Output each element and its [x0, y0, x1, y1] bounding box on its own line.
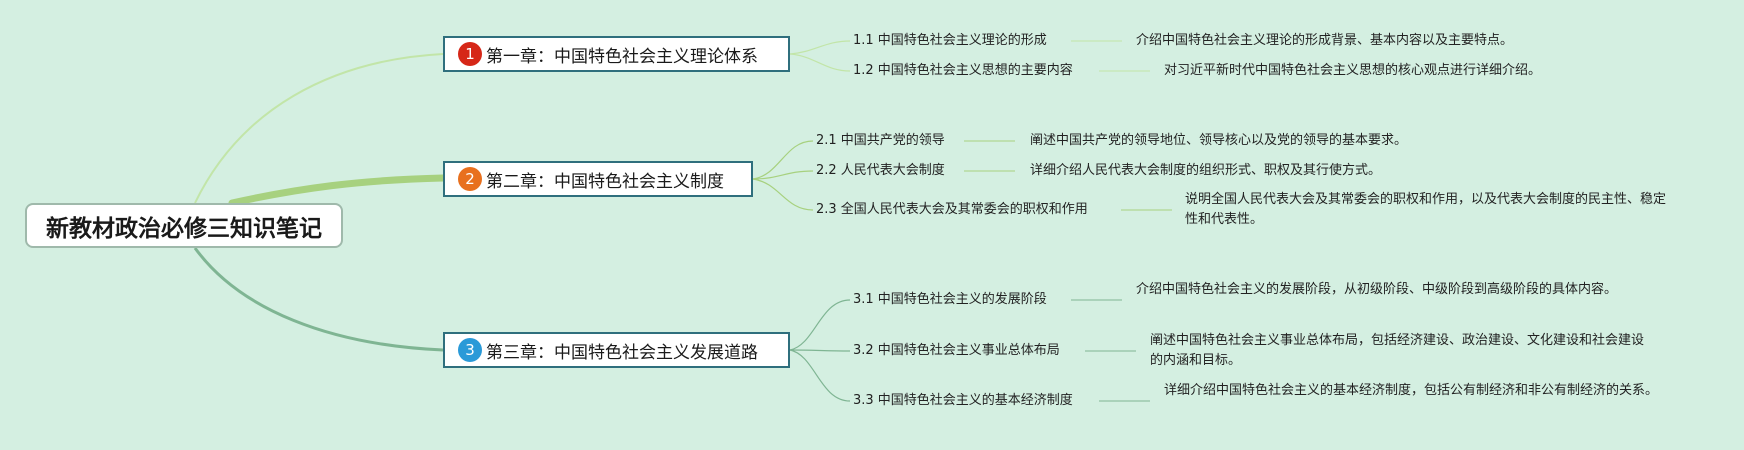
- root-topic[interactable]: 新教材政治必修三知识笔记: [25, 203, 343, 248]
- section-3-2-desc[interactable]: 阐述中国特色社会主义事业总体布局，包括经济建设、政治建设、文化建设和社会建设的内…: [1150, 333, 1645, 368]
- chapter-3-title: 第三章：中国特色社会主义发展道路: [486, 342, 758, 363]
- section-1-2[interactable]: 1.2 中国特色社会主义思想的主要内容: [853, 63, 1073, 78]
- section-3-1[interactable]: 3.1 中国特色社会主义的发展阶段: [853, 292, 1047, 307]
- section-1-1[interactable]: 1.1 中国特色社会主义理论的形成: [853, 33, 1047, 48]
- section-line-3-1: [789, 299, 851, 351]
- branch-line-3: [193, 247, 444, 352]
- section-line-2-2: [752, 170, 814, 180]
- section-line-3-2: [789, 349, 851, 352]
- section-3-3[interactable]: 3.3 中国特色社会主义的基本经济制度: [853, 393, 1073, 408]
- chapter-1-topic[interactable]: 1 第一章：中国特色社会主义理论体系: [443, 36, 790, 72]
- chapter-2-title: 第二章：中国特色社会主义制度: [486, 171, 724, 192]
- section-line-1-1: [789, 40, 851, 55]
- section-2-1[interactable]: 2.1 中国共产党的领导: [816, 133, 945, 148]
- section-line-3-3: [789, 349, 851, 402]
- section-3-3-desc[interactable]: 详细介绍中国特色社会主义的基本经济制度，包括公有制经济和非公有制经济的关系。: [1164, 383, 1659, 398]
- chapter-1-title: 第一章：中国特色社会主义理论体系: [486, 46, 758, 67]
- root-title: 新教材政治必修三知识笔记: [46, 215, 322, 242]
- section-2-2-desc[interactable]: 详细介绍人民代表大会制度的组织形式、职权及其行使方式。: [1030, 163, 1382, 178]
- section-1-2-desc[interactable]: 对习近平新时代中国特色社会主义思想的核心观点进行详细介绍。: [1164, 63, 1542, 78]
- chapter-2-topic[interactable]: 2 第二章：中国特色社会主义制度: [443, 161, 753, 197]
- number-badge-3-icon: 3: [458, 338, 482, 362]
- number-badge-2-icon: 2: [458, 167, 482, 191]
- section-line-2-3: [752, 178, 814, 211]
- number-badge-1-icon: 1: [458, 42, 482, 66]
- section-1-1-desc[interactable]: 介绍中国特色社会主义理论的形成背景、基本内容以及主要特点。: [1136, 33, 1514, 48]
- section-3-2[interactable]: 3.2 中国特色社会主义事业总体布局: [853, 343, 1060, 358]
- section-line-1-2: [789, 53, 851, 72]
- section-2-3[interactable]: 2.3 全国人民代表大会及其常委会的职权和作用: [816, 202, 1088, 217]
- section-2-3-desc[interactable]: 说明全国人民代表大会及其常委会的职权和作用，以及代表大会制度的民主性、稳定性和代…: [1185, 192, 1667, 227]
- branch-line-1: [194, 53, 444, 204]
- section-2-2[interactable]: 2.2 人民代表大会制度: [816, 163, 945, 178]
- section-line-2-1: [752, 140, 814, 180]
- section-2-1-desc[interactable]: 阐述中国共产党的领导地位、领导核心以及党的领导的基本要求。: [1030, 133, 1408, 148]
- section-3-1-desc[interactable]: 介绍中国特色社会主义的发展阶段，从初级阶段、中级阶段到高级阶段的具体内容。: [1136, 282, 1618, 297]
- branch-line-2: [228, 174, 447, 207]
- chapter-3-topic[interactable]: 3 第三章：中国特色社会主义发展道路: [443, 332, 790, 368]
